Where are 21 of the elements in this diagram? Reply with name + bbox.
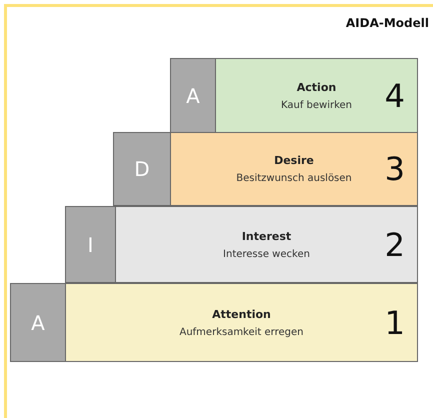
- title: AIDA-Modell: [346, 16, 429, 30]
- stage-box: [115, 206, 418, 283]
- stage-description: Besitzwunsch auslösen: [236, 173, 352, 184]
- stage-description: Aufmerksamkeit erregen: [179, 326, 304, 338]
- stage-number: 2: [384, 226, 405, 264]
- stage-box: [65, 283, 418, 362]
- stage-number: 4: [384, 76, 405, 114]
- stage-number: 1: [384, 304, 405, 342]
- stage-number: 3: [384, 150, 405, 188]
- letter-tile: I: [65, 206, 116, 283]
- stage-box: [170, 132, 418, 206]
- letter-tile: A: [10, 283, 66, 362]
- stage-heading: Action: [296, 80, 336, 94]
- letter-tile: D: [113, 132, 171, 206]
- stage-heading: Attention: [212, 308, 271, 320]
- stage-box: [215, 58, 418, 133]
- letter-tile: A: [170, 58, 216, 133]
- stage-heading: Desire: [274, 154, 314, 167]
- stage-description: Kauf bewirken: [280, 100, 352, 110]
- stage-heading: Interest: [242, 230, 292, 242]
- stage-description: Interesse wecken: [223, 248, 310, 260]
